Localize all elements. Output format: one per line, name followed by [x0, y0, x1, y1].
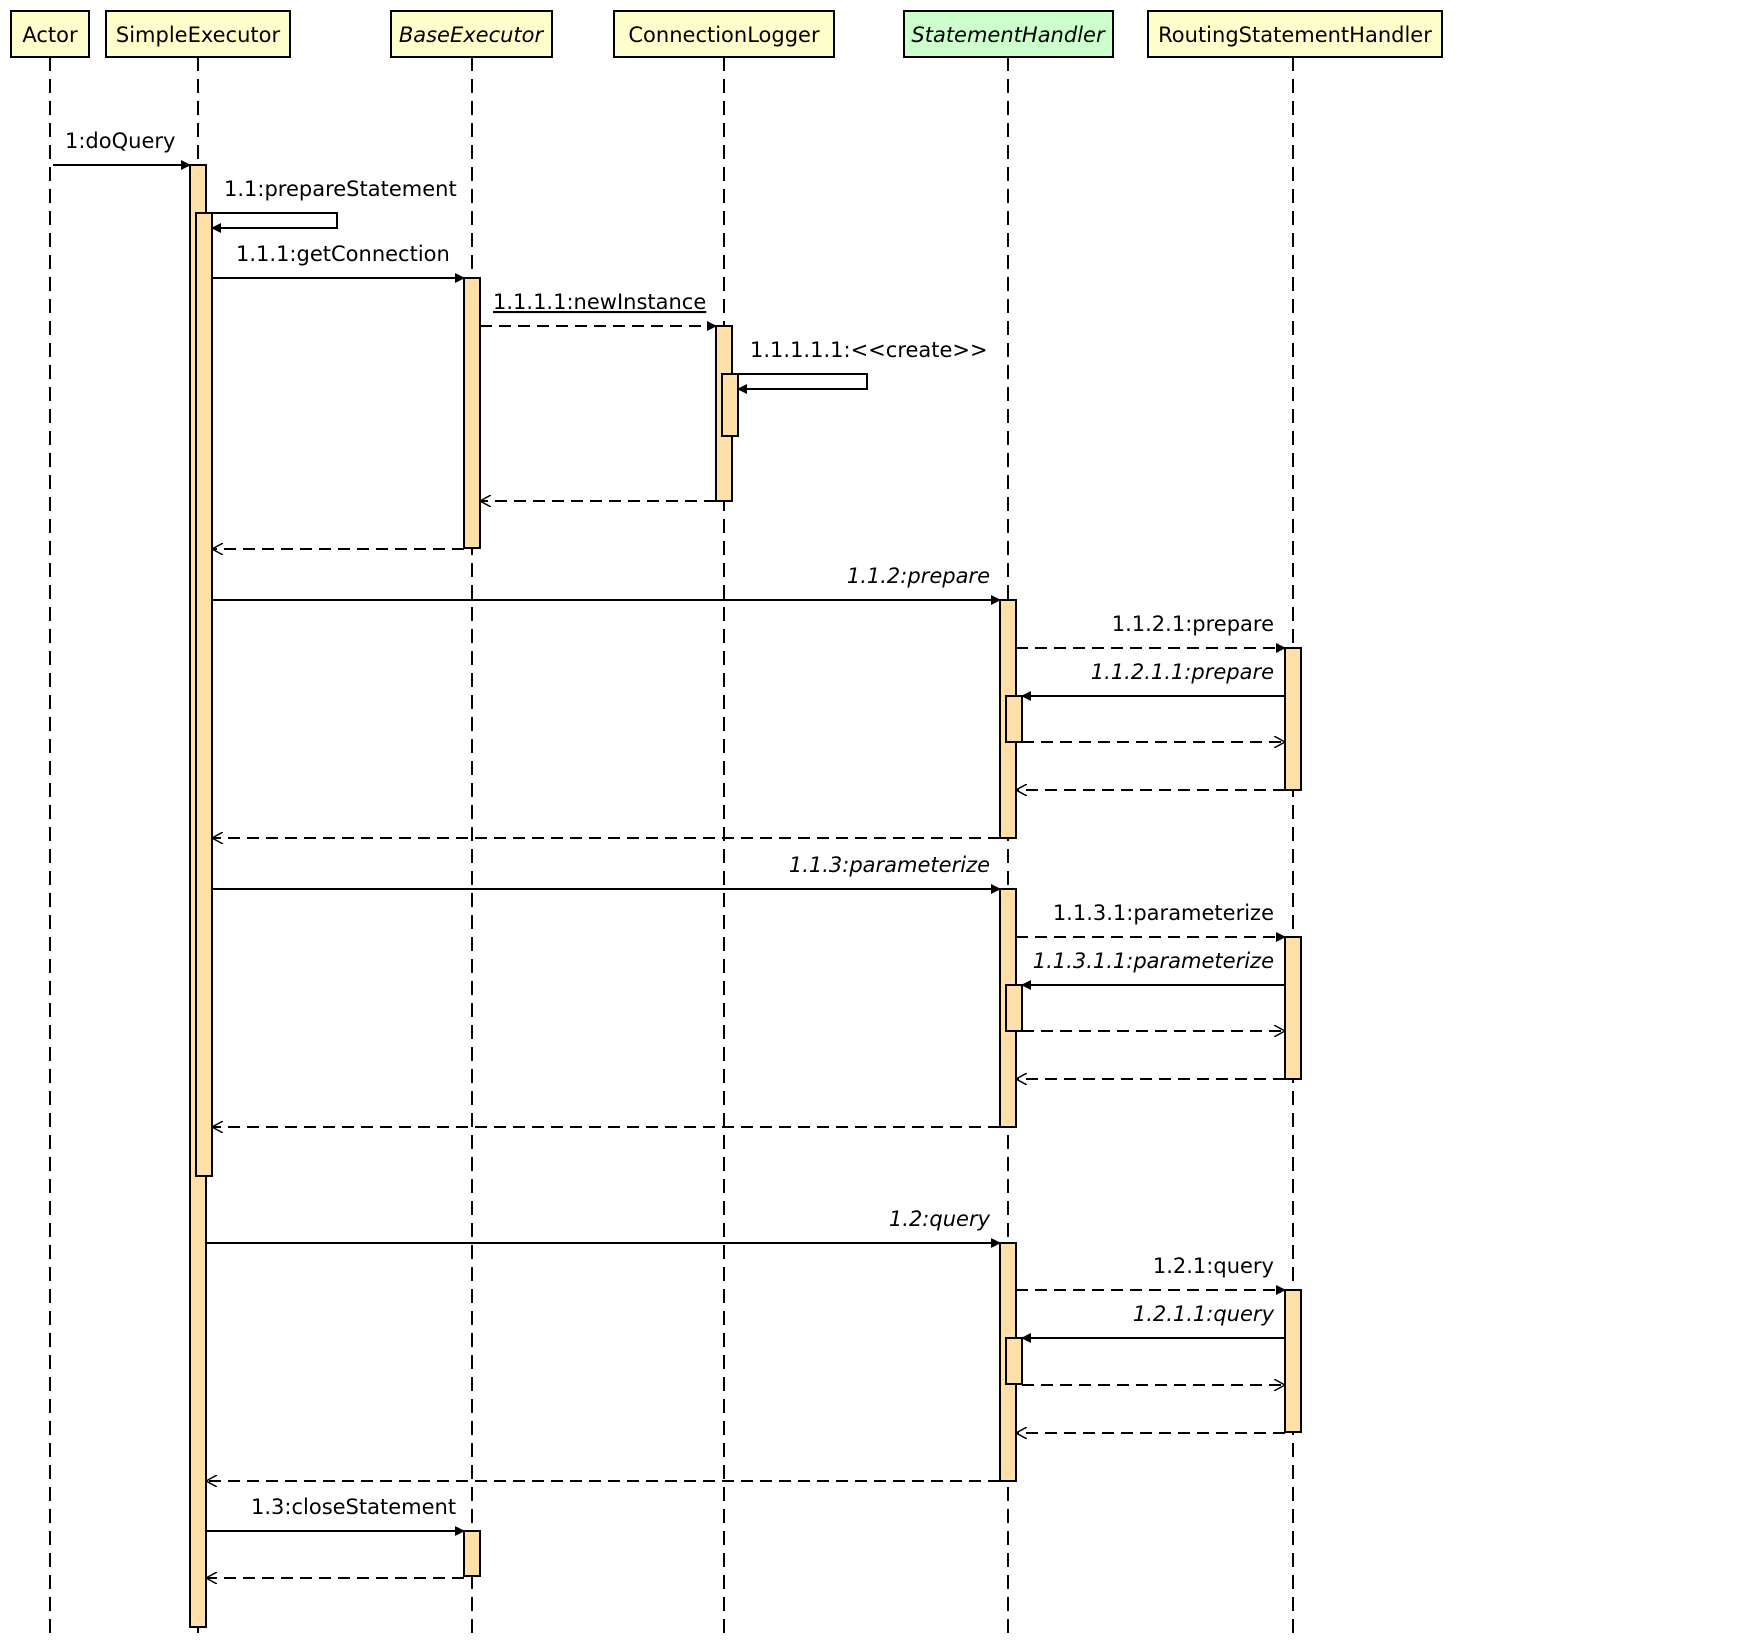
participant-box [105, 10, 291, 58]
participant-statement-handler: StatementHandler [903, 10, 1114, 58]
participant-label: Actor [22, 23, 78, 47]
message-label: 1.1.1.1:newInstance [493, 290, 706, 314]
activation-bar [721, 373, 739, 437]
participant-routing-statement-handler: RoutingStatementHandler [1147, 10, 1443, 58]
activation-bar [463, 277, 481, 549]
message-label: 1.1:prepareStatement [224, 177, 457, 201]
activation-bar [463, 1530, 481, 1577]
activation-bar [1005, 984, 1023, 1032]
message-label: 1.1.2:prepare [847, 564, 990, 588]
message-arrow [732, 373, 868, 394]
participant-label: ConnectionLogger [628, 23, 820, 47]
message-arrow [206, 212, 338, 233]
participant-label: RoutingStatementHandler [1158, 23, 1432, 47]
activation-bar [1284, 1289, 1302, 1433]
activation-bar [1005, 1337, 1023, 1385]
message-label: 1.1.2.1.1:prepare [1091, 660, 1274, 684]
activation-bar [1284, 936, 1302, 1080]
message-label: 1.2:query [889, 1207, 991, 1231]
message-label: 1.1.2.1:prepare [1112, 612, 1274, 636]
message-label: 1.2.1:query [1153, 1254, 1274, 1278]
participant-actor: Actor [10, 10, 90, 58]
participant-box [10, 10, 90, 58]
message-label: 1.1.3.1.1:parameterize [1033, 949, 1274, 973]
participant-label: StatementHandler [911, 23, 1106, 47]
participant-box [1147, 10, 1443, 58]
participant-base-executor: BaseExecutor [390, 10, 553, 58]
message-label: 1.1.3.1:parameterize [1053, 901, 1274, 925]
message-label: 1.2.1.1:query [1133, 1302, 1275, 1326]
message-label: 1.1.3:parameterize [789, 853, 990, 877]
activation-bar [1005, 695, 1023, 743]
activation-bar [195, 212, 213, 1177]
message-label: 1.1.1:getConnection [236, 242, 450, 266]
activation-bar [1284, 647, 1302, 791]
message-label: 1.1.1.1.1:<<create>> [750, 338, 988, 362]
participant-simple-executor: SimpleExecutor [105, 10, 291, 58]
participant-connection-logger: ConnectionLogger [613, 10, 835, 58]
message-label: 1:doQuery [65, 129, 175, 153]
participant-label: SimpleExecutor [116, 23, 281, 47]
message-label: 1.3:closeStatement [251, 1495, 456, 1519]
participant-label: BaseExecutor [399, 23, 545, 47]
participant-box [613, 10, 835, 58]
